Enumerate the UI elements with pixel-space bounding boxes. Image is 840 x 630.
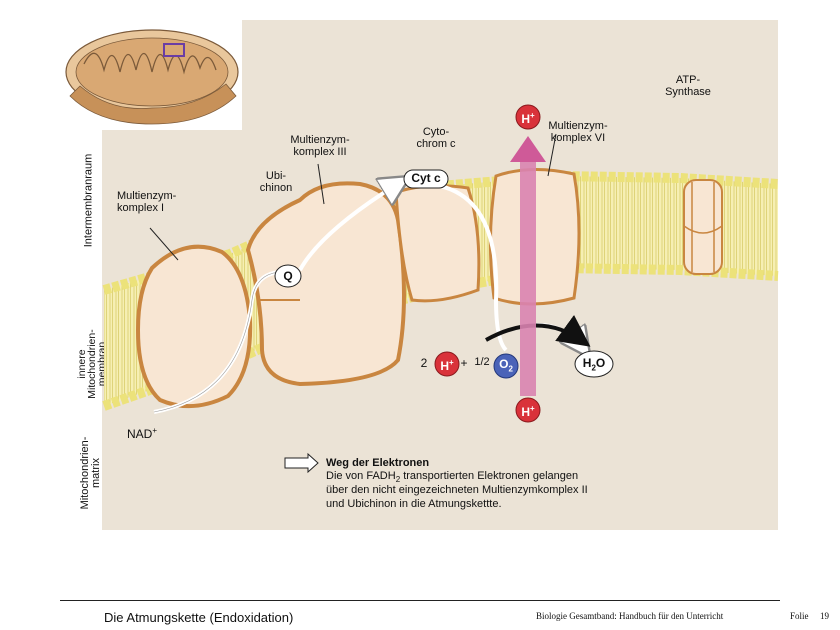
h-ion-top (515, 104, 541, 130)
q-bubble (274, 264, 302, 288)
pointer-complex-iii (317, 163, 325, 205)
cyt-c-text: Cyt c (411, 171, 441, 185)
legend-line-2: über den nicht eingezeichneten Multienzy… (326, 484, 588, 496)
h-top-text: H+ (521, 111, 535, 126)
h2o-text: H2O (582, 356, 606, 373)
membrane-tails (104, 176, 778, 406)
reaction-arrow (485, 314, 591, 347)
cytochrom-label: Cyto- chrom c (416, 126, 456, 150)
pointer-complex-vi (547, 133, 557, 177)
complex-i-label: Multienzym- komplex I (117, 190, 177, 214)
complex-iii-label: Multienzym- komplex III (290, 134, 350, 158)
legend-title: Weg der Elektronen (326, 457, 430, 469)
h2o-bubble (574, 350, 614, 378)
legend-arrow-icon (284, 452, 319, 474)
legend-line-1: Die von FADH2 transportierten Elektronen… (326, 470, 579, 485)
proton-arrow-shaft (520, 160, 536, 396)
legend-line-3: und Ubichinon in die Atmungskettte. (326, 498, 502, 510)
o2-text: O2 (499, 357, 513, 374)
pointer-complex-i (149, 227, 179, 261)
inner-membrane-bar (62, 312, 102, 406)
mitochondrion-inset (62, 20, 242, 130)
coefficient-2: 2 (420, 356, 428, 370)
cyt-c-bubble (403, 169, 449, 189)
proton-arrow-head (510, 136, 546, 162)
complex-vi-label: Multienzym- komplex VI (548, 120, 608, 144)
complex-i-shape (135, 244, 253, 409)
footer-rule (60, 600, 780, 601)
complex-iii-shape (245, 181, 406, 387)
o2-ion (493, 353, 519, 379)
atp-synthase-label: ATP- Synthase (665, 74, 711, 98)
electron-path-3 (439, 184, 508, 352)
half-coefficient: 1/2 (474, 356, 490, 368)
footer-folie: Folie (790, 611, 809, 621)
ubichinon-label: Ubi- chinon (259, 170, 293, 194)
nad-label: NAD+ (127, 426, 158, 441)
matrix-bar (62, 406, 102, 530)
slide-title: Die Atmungskette (Endoxidation) (104, 610, 294, 625)
cytochrome-block (394, 184, 481, 303)
page-number: 19 (820, 611, 829, 621)
h-bottom-text: H+ (521, 404, 535, 419)
atp-synthase-shape (683, 179, 723, 275)
plus-operator: + (460, 356, 468, 370)
electron-path-2 (298, 180, 404, 271)
intermembrane-bar (62, 130, 102, 312)
h-middle-text: H+ (440, 358, 454, 373)
q-text: Q (283, 269, 293, 283)
h-ion-bottom (515, 397, 541, 423)
footer-source: Biologie Gesamtband: Handbuch für den Un… (536, 611, 724, 621)
h-ion-middle (434, 351, 460, 377)
